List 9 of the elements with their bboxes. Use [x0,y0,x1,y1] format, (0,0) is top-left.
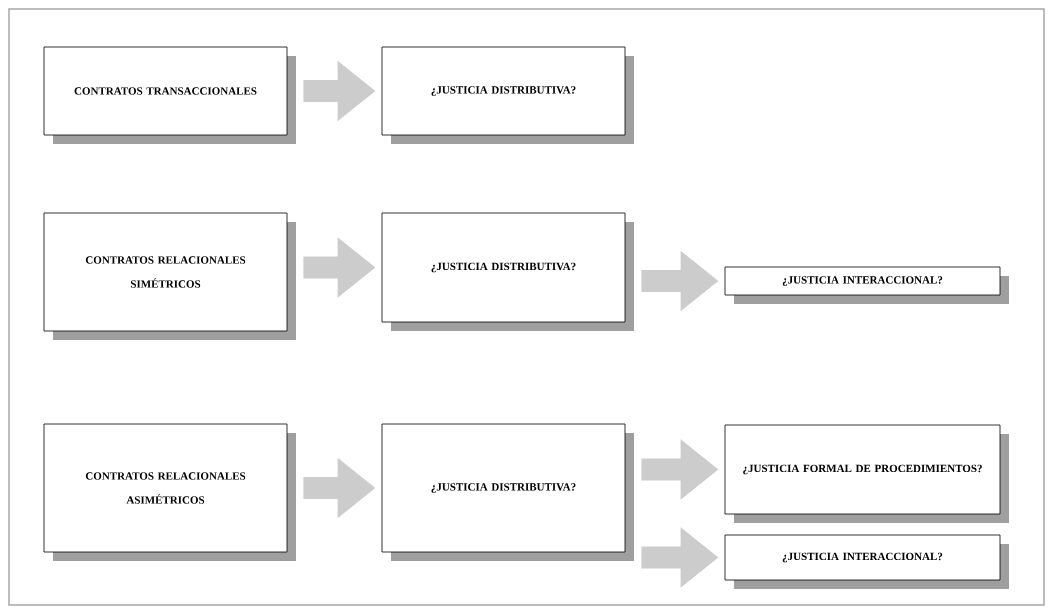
text-box: CONTRATOS TRANSACCIONALES [43,46,296,144]
text-box: ¿JUSTICIA DISTRIBUTIVA? [381,46,634,144]
text-box: CONTRATOS RELACIONALES ASIMÉTRICOS [43,423,296,561]
text-box: ¿JUSTICIA INTERACCIONAL? [724,266,1009,304]
text-box: ¿JUSTICIA FORMAL DE PROCEDIMIENTOS? [724,424,1009,523]
text-box: ¿JUSTICIA INTERACCIONAL? [724,534,1009,589]
text-box: ¿JUSTICIA DISTRIBUTIVA? [381,423,634,561]
text-box: CONTRATOS RELACIONALES SIMÉTRICOS [43,212,296,340]
text-box: ¿JUSTICIA DISTRIBUTIVA? [381,212,634,331]
